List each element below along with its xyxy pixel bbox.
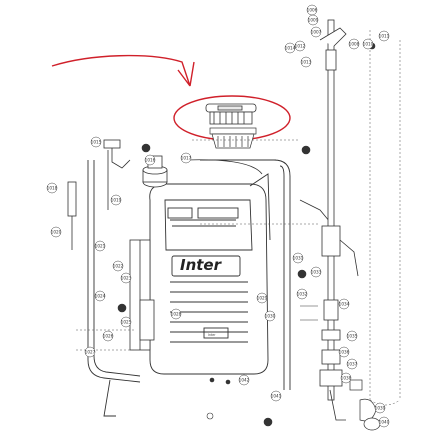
part-number-label: 1009 xyxy=(308,17,319,22)
part-number-label: 1019 xyxy=(111,197,122,202)
part-callout-circle xyxy=(338,346,350,358)
part-callout-circle xyxy=(94,290,106,302)
part-callout-circle xyxy=(292,252,304,264)
part-callout-circle xyxy=(90,136,102,148)
part-number-label: 1026 xyxy=(103,333,114,338)
pump-assembly xyxy=(67,139,155,351)
part-number-label: 1035 xyxy=(347,333,358,338)
part-number-label: 1020 xyxy=(51,229,62,234)
hose xyxy=(185,159,331,223)
part-number-label: 1038 xyxy=(341,375,352,380)
part-callout-circle xyxy=(378,30,390,42)
part-number-label: 1007 xyxy=(311,29,322,34)
part-callout-circle xyxy=(112,260,124,272)
part-number-label: 1034 xyxy=(339,301,350,306)
tank-lid xyxy=(205,103,257,125)
tank-body xyxy=(149,173,271,375)
part-callout-circle xyxy=(144,154,156,166)
guide-lines xyxy=(76,30,401,406)
part-callout-circle xyxy=(94,240,106,252)
part-callout-circle xyxy=(102,330,114,342)
part-callout-circle xyxy=(362,38,374,50)
part-number-label: 1041 xyxy=(271,393,282,398)
part-callout-circle xyxy=(284,42,296,54)
part-number-label: 1017 xyxy=(181,155,192,160)
part-number-label: 1030 xyxy=(265,313,276,318)
part-callout-circle xyxy=(310,26,322,38)
part-callout-circle xyxy=(170,308,182,320)
part-callout-circle xyxy=(120,272,132,284)
part-number-label: 1014 xyxy=(285,45,296,50)
part-callout-circle xyxy=(238,374,250,386)
part-number-label: 1015 xyxy=(91,139,102,144)
part-number-label: 1018 xyxy=(47,185,58,190)
part-callout-circle xyxy=(300,56,312,68)
part-number-label: 1010 xyxy=(363,41,374,46)
part-callout-circle xyxy=(256,292,268,304)
hardware xyxy=(117,42,376,427)
part-callout-circle xyxy=(296,288,308,300)
part-callout-circle xyxy=(378,416,390,428)
annotation-arrow xyxy=(51,54,195,87)
part-number-label: 1025 xyxy=(121,319,132,324)
part-callout-circle xyxy=(338,298,350,310)
red-annotation xyxy=(51,54,291,141)
part-callout-circle xyxy=(346,330,358,342)
part-callout-circle xyxy=(50,226,62,238)
part-number-label: 1039 xyxy=(375,405,386,410)
part-number-label: 1023 xyxy=(121,275,132,280)
part-callout-circle xyxy=(294,40,306,52)
part-number-label: 1042 xyxy=(239,377,250,382)
part-number-label: 1033 xyxy=(311,269,322,274)
part-callout-circle xyxy=(348,38,360,50)
part-callout-circle xyxy=(264,310,276,322)
spray-lance xyxy=(319,19,359,421)
strainer xyxy=(209,127,257,149)
part-callout-circle xyxy=(46,182,58,194)
part-number-label: 1008 xyxy=(349,41,360,46)
part-callout-circle xyxy=(180,152,192,164)
brand-logo-text: Inter xyxy=(180,256,223,274)
part-callout-circle xyxy=(340,372,352,384)
part-callout-circle xyxy=(346,358,358,370)
part-number-label: 1027 xyxy=(85,349,96,354)
part-callout-circle xyxy=(374,402,386,414)
part-number-label: 1013 xyxy=(301,59,312,64)
part-number-label: 1024 xyxy=(95,293,106,298)
part-number-label: 1021 xyxy=(95,243,106,248)
part-number-label: 1016 xyxy=(145,157,156,162)
part-number-label: 1011 xyxy=(379,33,390,38)
small-brand-tag: Inter xyxy=(208,333,216,337)
part-number-label: 1028 xyxy=(171,311,182,316)
part-number-label: 1032 xyxy=(297,291,308,296)
part-callout-circle xyxy=(110,194,122,206)
part-number-label: 1031 xyxy=(293,255,304,260)
pump-lever xyxy=(87,160,141,417)
part-number-label: 1022 xyxy=(113,263,124,268)
part-callout-circle xyxy=(307,14,319,26)
part-number-label: 1029 xyxy=(257,295,268,300)
part-number-label: 1036 xyxy=(339,349,350,354)
part-number-label: 1040 xyxy=(379,419,390,424)
part-number-label: 1037 xyxy=(347,361,358,366)
part-callout-circle xyxy=(120,316,132,328)
part-callout-circle xyxy=(84,346,96,358)
part-number-label: 1006 xyxy=(307,7,318,12)
part-number-label: 1012 xyxy=(295,43,306,48)
part-callout-circle xyxy=(310,266,322,278)
part-callout-circle xyxy=(270,390,282,402)
nozzle-accessories xyxy=(349,379,381,431)
